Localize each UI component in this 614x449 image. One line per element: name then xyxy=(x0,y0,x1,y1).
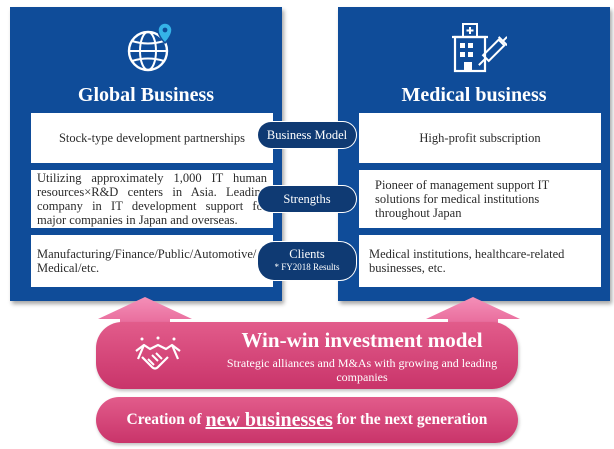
hospital-syringe-icon xyxy=(452,23,507,73)
clients-label-text: Clients xyxy=(289,247,325,261)
band-subtitle: Strategic alliances and M&As with growin… xyxy=(226,356,498,384)
creation-prefix: Creation of xyxy=(126,411,202,428)
medical-business-panel: Medical business High-profit subscriptio… xyxy=(338,7,610,301)
creation-band: Creation of new businesses for the next … xyxy=(96,397,518,443)
handshake-icon xyxy=(135,336,181,370)
panel-title: Medical business xyxy=(401,84,547,106)
right-clients-cell: Medical institutions, healthcare-related… xyxy=(359,235,601,287)
band-title: Win-win investment model xyxy=(241,328,483,352)
strengths-label: Strengths xyxy=(258,186,356,212)
globe-pin-icon xyxy=(127,22,173,72)
left-strengths-cell: Utilizing approximately 1,000 IT human r… xyxy=(31,170,273,228)
creation-suffix: for the next generation xyxy=(336,411,488,428)
right-strengths-cell: Pioneer of management support IT solutio… xyxy=(359,170,601,228)
win-win-investment-band: Win-win investment model Strategic allia… xyxy=(96,322,518,389)
business-model-label: Business Model xyxy=(258,122,356,148)
left-clients-cell: Manufacturing/Finance/Public/Automotive/… xyxy=(31,235,273,287)
business-model-label-text: Business Model xyxy=(266,127,348,142)
strengths-label-text: Strengths xyxy=(283,191,331,206)
clients-label: Clients * FY2018 Results xyxy=(258,242,356,280)
right-business-model-cell: High-profit subscription xyxy=(359,113,601,163)
creation-emphasis: new businesses xyxy=(205,408,333,431)
global-business-panel: Global Business Stock-type development p… xyxy=(10,7,282,301)
left-business-model-cell: Stock-type development partnerships xyxy=(31,113,273,163)
panel-title: Global Business xyxy=(77,84,215,106)
clients-note: * FY2018 Results xyxy=(274,262,340,272)
